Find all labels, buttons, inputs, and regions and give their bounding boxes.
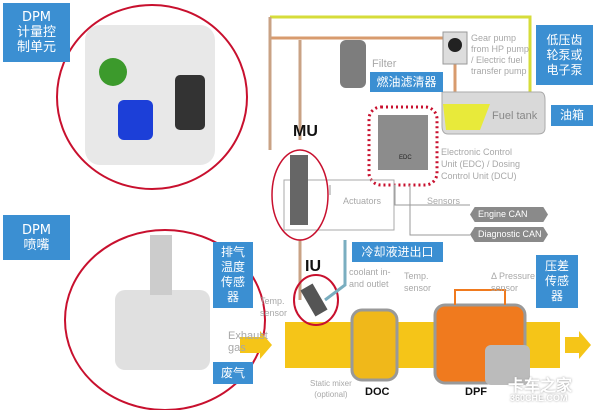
label-sensors: Sensors	[427, 196, 461, 206]
label-pressure-sensor: Δ Pressure sensor	[491, 271, 536, 293]
filter-icon	[340, 40, 366, 88]
ecu-icon	[378, 115, 428, 170]
label-coolant: coolant in- and outlet	[349, 267, 391, 289]
dpm-unit-highlight	[56, 4, 248, 190]
watermark-url: 360CHE.COM	[510, 393, 568, 403]
label-gear-pump-cn: 低压齿 轮泵或 电子泵	[536, 25, 593, 85]
label-doc: DOC	[365, 386, 390, 398]
label-temp-sensor-2: Temp. sensor	[404, 271, 432, 293]
label-dpf: DPF	[465, 386, 487, 398]
tag-engine-can: Engine CAN	[470, 207, 548, 222]
iu-highlight	[293, 274, 339, 326]
label-temp-sensor-1: Temp. sensor	[260, 296, 288, 318]
mu-icon	[290, 155, 308, 225]
label-exhaust-gas: Exhaust gas	[228, 330, 268, 354]
label-filter-cn: 燃油滤清器	[370, 72, 443, 92]
label-gear-pump: Gear pump from HP pump / Electric fuel t…	[471, 33, 529, 76]
label-pressure-sensor-cn: 压差 传感 器	[536, 255, 578, 308]
label-static-mixer: Static mixer (optional)	[310, 379, 352, 399]
ecu-highlight	[367, 105, 439, 187]
label-ecu: Electronic Control Unit (EDC) / Dosing C…	[441, 147, 521, 181]
label-coolant-cn: 冷却液进出口	[352, 242, 443, 262]
mu-highlight	[271, 149, 329, 241]
watermark-brand: 卡车之家	[508, 376, 573, 395]
label-iu: IU	[305, 258, 321, 275]
label-exhaust-cn: 废气	[213, 362, 253, 384]
tag-diagnostic-can: Diagnostic CAN	[470, 227, 548, 242]
label-filter: Filter	[372, 58, 397, 70]
label-fuel-tank: Fuel tank	[492, 110, 538, 122]
label-dpm-nozzle-cn: DPM 喷嘴	[3, 215, 70, 260]
label-edc: EDC	[399, 155, 412, 161]
dpm-nozzle-highlight	[64, 229, 266, 410]
label-temp-sensor-cn: 排气 温度 传感 器	[213, 242, 253, 308]
label-actuators: Actuators	[343, 196, 382, 206]
iu-icon	[300, 283, 328, 317]
label-fuel-tank-cn: 油箱	[551, 105, 593, 126]
label-dpm-unit-cn: DPM 计量控 制单元	[3, 3, 70, 62]
exhaust-pipe	[240, 303, 591, 385]
dpm-nozzle-image	[115, 290, 210, 370]
label-mu: MU	[293, 123, 318, 140]
